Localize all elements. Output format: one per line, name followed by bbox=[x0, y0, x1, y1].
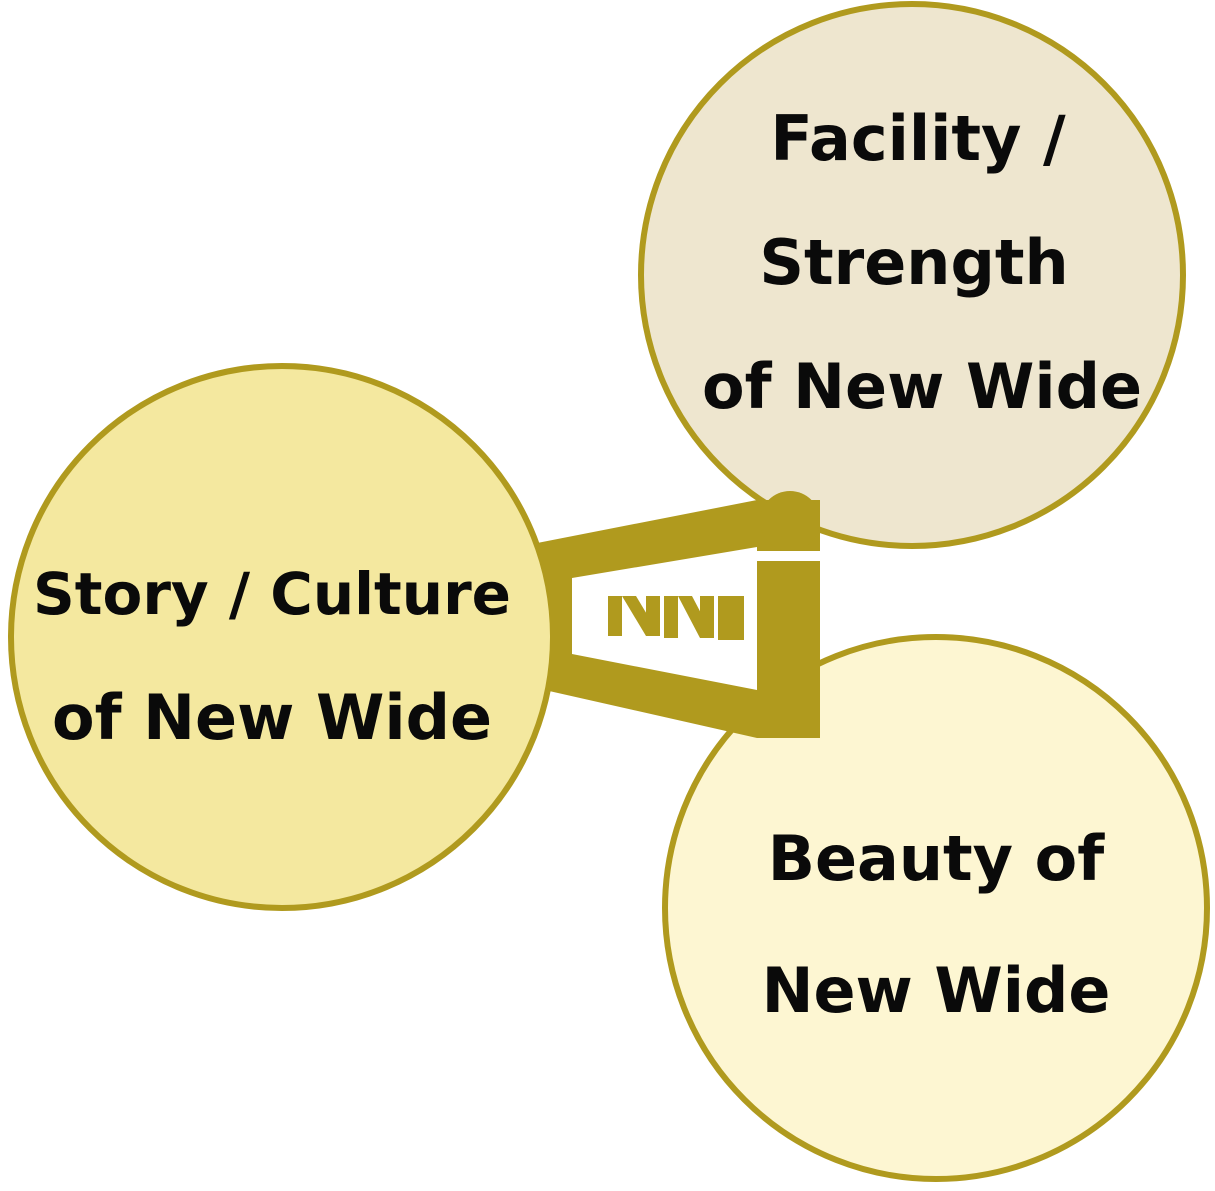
logo-dot bbox=[760, 491, 820, 551]
beauty-circle bbox=[662, 634, 1210, 1182]
logo-gap bbox=[752, 551, 824, 561]
story-culture-node: Story / Culture of New Wide bbox=[8, 363, 556, 911]
facility-strength-node: Facility / Strength of New Wide bbox=[638, 1, 1186, 549]
logo-letters bbox=[608, 596, 744, 640]
story-label-line-2: of New Wide bbox=[52, 681, 492, 754]
facility-circle bbox=[638, 1, 1186, 549]
beauty-node: Beauty of New Wide bbox=[662, 634, 1210, 1182]
story-label-line-1: Story / Culture bbox=[33, 560, 511, 628]
new-wide-logo-icon bbox=[527, 491, 824, 738]
logo-frame bbox=[527, 500, 820, 738]
facility-label-line-3: of New Wide bbox=[702, 350, 1142, 423]
facility-label-line-2: Strength bbox=[759, 226, 1068, 299]
story-circle bbox=[8, 363, 556, 911]
beauty-label-line-2: New Wide bbox=[762, 954, 1111, 1027]
facility-label-line-1: Facility / bbox=[770, 102, 1066, 175]
beauty-label-line-1: Beauty of bbox=[768, 822, 1106, 895]
